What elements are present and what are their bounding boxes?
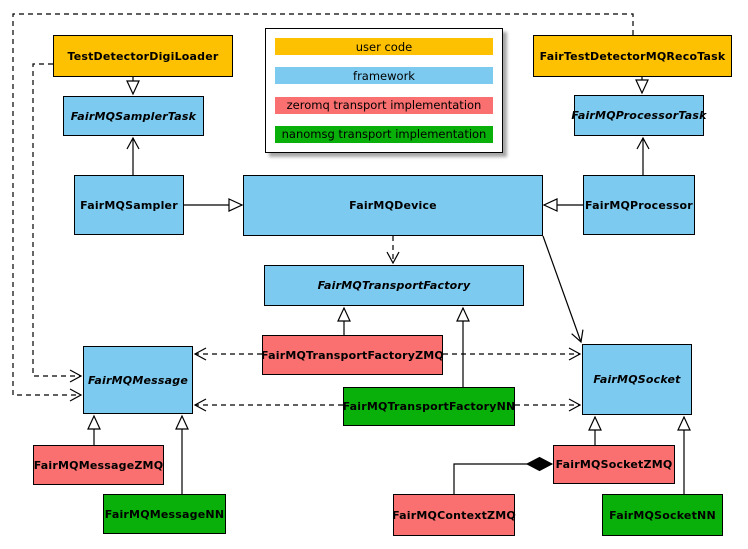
edge-digiloader-message: [32, 63, 83, 383]
class-box-fairmqprocessortask: FairMQProcessorTask: [571, 95, 707, 136]
class-label: FairMQSocketZMQ: [555, 458, 673, 471]
class-label: FairMQSampler: [80, 198, 178, 212]
class-box-fairmqsamplertask: FairMQSamplerTask: [63, 96, 204, 136]
class-label: FairMQMessageZMQ: [33, 458, 164, 472]
class-label: FairMQProcessor: [585, 198, 693, 212]
class-box-fairmqmessagezmq: FairMQMessageZMQ: [33, 445, 164, 485]
class-box-fairmqmessagenn: FairMQMessageNN: [103, 494, 226, 534]
class-label: FairTestDetectorMQRecoTask: [539, 49, 726, 63]
class-box-fairtestdetectormqrecotask: FairTestDetectorMQRecoTask: [533, 35, 732, 77]
legend: user code framework zeromq transport imp…: [265, 28, 503, 153]
legend-label: user code: [355, 39, 413, 54]
class-box-fairmqsocketzmq: FairMQSocketZMQ: [553, 445, 675, 484]
class-label: FairMQMessage: [87, 373, 189, 387]
class-box-fairmqsampler: FairMQSampler: [74, 175, 184, 235]
legend-item-zeromq: zeromq transport implementation: [275, 96, 493, 114]
legend-label: nanomsg transport implementation: [281, 127, 487, 142]
edge-contextzmq-socketzmq: [453, 456, 554, 494]
edge-device-socket: [542, 235, 584, 344]
class-label: FairMQDevice: [349, 199, 437, 212]
class-box-fairmqsocketnn: FairMQSocketNN: [602, 494, 723, 536]
class-label: FairMQProcessorTask: [571, 109, 707, 122]
legend-item-framework: framework: [275, 67, 493, 85]
class-label: FairMQTransportFactoryNN: [342, 400, 516, 413]
legend-item-nanomsg: nanomsg transport implementation: [275, 125, 493, 143]
class-box-fairmqprocessor: FairMQProcessor: [583, 175, 695, 235]
legend-item-user-code: user code: [275, 38, 493, 55]
class-label: FairMQTransportFactory: [317, 279, 471, 292]
class-box-fairmqdevice: FairMQDevice: [243, 175, 543, 236]
legend-label: framework: [353, 68, 415, 83]
class-box-fairmqmessage: FairMQMessage: [83, 346, 193, 414]
class-box-fairmqtransportfactory: FairMQTransportFactory: [264, 265, 524, 306]
class-box-testdetectordigiloader: TestDetectorDigiLoader: [53, 35, 233, 77]
class-box-fairmqsocket: FairMQSocket: [582, 344, 692, 415]
class-label: FairMQSocket: [593, 373, 681, 386]
class-box-fairmqcontextzmq: FairMQContextZMQ: [392, 494, 516, 536]
class-label: FairMQMessageNN: [104, 507, 225, 521]
class-label: FairMQSamplerTask: [70, 109, 197, 123]
edge-recotask-message: [12, 13, 634, 402]
class-label: FairMQContextZMQ: [392, 508, 516, 522]
class-label: TestDetectorDigiLoader: [67, 49, 219, 63]
legend-label: zeromq transport implementation: [286, 98, 482, 113]
class-box-fairmqtransportfactorynn: FairMQTransportFactoryNN: [343, 387, 515, 426]
class-label: FairMQSocketNN: [609, 508, 716, 522]
class-box-fairmqtransportfactoryzmq: FairMQTransportFactoryZMQ: [261, 335, 444, 375]
class-label: FairMQTransportFactoryZMQ: [261, 348, 444, 362]
